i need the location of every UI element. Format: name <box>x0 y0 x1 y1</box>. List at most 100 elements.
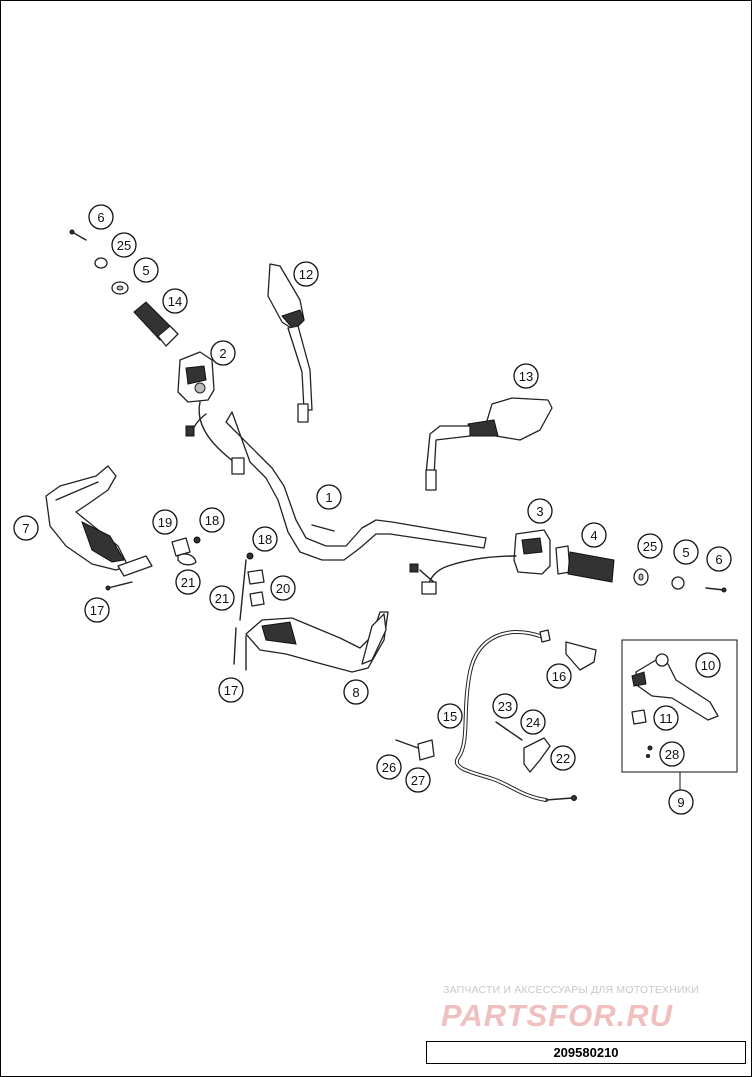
callout-label: 18 <box>205 513 219 528</box>
right-switch-part <box>409 529 551 595</box>
callout-16: 16 <box>546 663 572 689</box>
callout-11: 11 <box>653 705 679 731</box>
callout-label: 20 <box>276 581 290 596</box>
callout-26: 26 <box>376 754 402 780</box>
callout-circle <box>668 789 694 815</box>
callout-circle <box>162 288 188 314</box>
callout-circle <box>405 767 431 793</box>
callout-label: 1 <box>325 490 332 505</box>
clutch-cable-part <box>395 629 597 802</box>
left-mirror-part <box>267 263 313 423</box>
drawing-number: 209580210 <box>426 1041 746 1064</box>
callout-circle <box>706 546 732 572</box>
callout-label: 4 <box>590 528 597 543</box>
callout-circle <box>673 539 699 565</box>
callout-5b: 5 <box>673 539 699 565</box>
callout-circle <box>13 515 39 541</box>
callout-label: 11 <box>659 711 673 726</box>
callout-circle <box>133 257 159 283</box>
callout-circle <box>199 507 225 533</box>
callout-label: 9 <box>677 795 684 810</box>
callout-circle <box>111 232 137 258</box>
watermark-tagline: ЗАПЧАСТИ И АКСЕССУАРЫ ДЛЯ МОТОТЕХНИКИ <box>443 984 699 996</box>
callout-21b: 21 <box>209 585 235 611</box>
callout-label: 19 <box>158 515 172 530</box>
callout-circle <box>653 705 679 731</box>
callout-circle <box>376 754 402 780</box>
callout-23: 23 <box>492 693 518 719</box>
callout-6a: 6 <box>88 204 114 230</box>
callout-circle <box>546 663 572 689</box>
callout-15: 15 <box>437 703 463 729</box>
right-handguard-part <box>233 552 389 673</box>
callout-label: 13 <box>519 369 533 384</box>
callout-label: 24 <box>526 715 540 730</box>
callout-20: 20 <box>270 575 296 601</box>
callout-21a: 21 <box>175 569 201 595</box>
callout-14: 14 <box>162 288 188 314</box>
callout-label: 8 <box>352 685 359 700</box>
callout-label: 17 <box>90 603 104 618</box>
callout-circle <box>88 204 114 230</box>
right-grip-part <box>555 545 727 593</box>
callout-3: 3 <box>527 498 553 524</box>
callout-9: 9 <box>668 789 694 815</box>
callout-circle <box>175 569 201 595</box>
callout-label: 3 <box>536 504 543 519</box>
callout-18b: 18 <box>252 526 278 552</box>
callout-17b: 17 <box>218 677 244 703</box>
watermark-brand-logo: PARTSFOR.RU <box>441 998 674 1033</box>
callout-circle <box>581 522 607 548</box>
callout-label: 16 <box>552 669 566 684</box>
callout-28: 28 <box>659 741 685 767</box>
callout-label: 6 <box>97 210 104 225</box>
callout-label: 10 <box>701 658 715 673</box>
callout-17a: 17 <box>84 597 110 623</box>
callout-circle <box>218 677 244 703</box>
callout-22: 22 <box>550 745 576 771</box>
left-switch-part <box>177 351 245 475</box>
callout-label: 14 <box>168 294 182 309</box>
callout-circle <box>270 575 296 601</box>
callout-label: 6 <box>715 552 722 567</box>
callout-label: 18 <box>258 532 272 547</box>
callout-label: 23 <box>498 699 512 714</box>
callout-25b: 25 <box>637 533 663 559</box>
callout-circle <box>152 509 178 535</box>
callout-18a: 18 <box>199 507 225 533</box>
callout-27: 27 <box>405 767 431 793</box>
callout-circle <box>550 745 576 771</box>
left-handguard-part <box>45 465 201 591</box>
callout-circle <box>513 363 539 389</box>
callout-7: 7 <box>13 515 39 541</box>
callout-24: 24 <box>520 709 546 735</box>
callout-19: 19 <box>152 509 178 535</box>
callout-label: 7 <box>22 521 29 536</box>
callout-label: 2 <box>219 346 226 361</box>
callout-circle <box>252 526 278 552</box>
callout-4: 4 <box>581 522 607 548</box>
callout-circle <box>210 340 236 366</box>
callout-label: 25 <box>643 539 657 554</box>
callout-label: 5 <box>142 263 149 278</box>
callout-5a: 5 <box>133 257 159 283</box>
callout-circle <box>316 484 342 510</box>
callout-label: 5 <box>682 545 689 560</box>
callout-label: 12 <box>299 267 313 282</box>
right-mirror-part <box>425 397 553 491</box>
callout-circle <box>84 597 110 623</box>
callout-label: 26 <box>382 760 396 775</box>
callout-circle <box>492 693 518 719</box>
callout-10: 10 <box>695 652 721 678</box>
callout-circle <box>209 585 235 611</box>
callout-12: 12 <box>293 261 319 287</box>
callout-1: 1 <box>316 484 342 510</box>
callout-circle <box>293 261 319 287</box>
callout-label: 28 <box>665 747 679 762</box>
callout-label: 25 <box>117 238 131 253</box>
handlebar-part <box>225 411 487 561</box>
callout-label: 27 <box>411 773 425 788</box>
